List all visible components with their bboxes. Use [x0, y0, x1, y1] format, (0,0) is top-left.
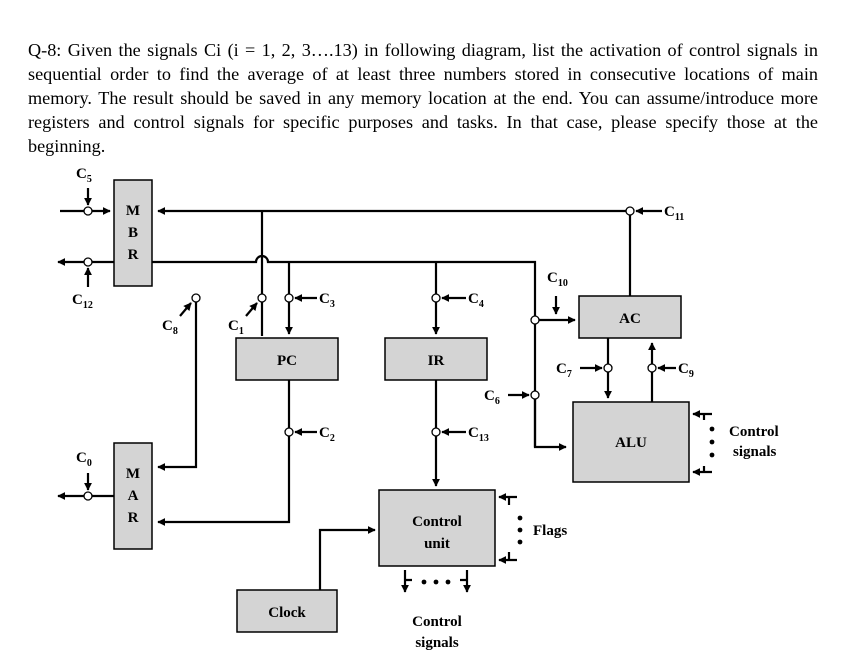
question-text: Q-8: Given the signals Ci (i = 1, 2, 3….…	[28, 40, 818, 156]
mar-letter-a: A	[128, 488, 139, 504]
alu-block: ALU	[572, 401, 690, 483]
mbr-letter-b: B	[128, 225, 138, 241]
ac-label: AC	[619, 311, 641, 327]
pc-label: PC	[277, 353, 297, 369]
alu-control-signals-line1: Control	[729, 424, 779, 440]
signal-c10: C10	[547, 270, 568, 289]
control-unit-block: Control unit	[378, 489, 496, 567]
signal-c12: C12	[72, 292, 93, 311]
mar-register: M A R	[113, 442, 153, 550]
signal-c6: C6	[484, 388, 500, 407]
flags-label: Flags	[533, 523, 567, 539]
mbr-register: M B R	[113, 179, 153, 287]
ac-register: AC	[578, 295, 682, 339]
clock-block: Clock	[236, 589, 338, 633]
pc-register: PC	[235, 337, 339, 381]
signal-c11: C11	[664, 204, 684, 223]
gate-circles	[83, 206, 657, 501]
cu-control-signals-line2: signals	[415, 635, 459, 651]
mar-letter-m: M	[126, 466, 140, 482]
signal-c8: C8	[162, 318, 178, 337]
control-unit-label-line1: Control	[412, 514, 462, 530]
mar-letter-r: R	[128, 510, 139, 526]
signal-c7: C7	[556, 361, 572, 380]
signal-c13: C13	[468, 425, 489, 444]
signal-c4: C4	[468, 291, 484, 310]
control-unit-label-line2: unit	[424, 536, 450, 552]
signal-c2: C2	[319, 425, 335, 444]
ir-register: IR	[384, 337, 488, 381]
mbr-letter-m: M	[126, 203, 140, 219]
ir-label: IR	[428, 353, 445, 369]
signal-c3: C3	[319, 291, 335, 310]
alu-label: ALU	[615, 435, 647, 451]
ellipsis-dots	[421, 426, 715, 585]
signal-c1: C1	[228, 318, 244, 337]
cu-control-signals-line1: Control	[412, 614, 462, 630]
signal-c0: C0	[76, 450, 92, 469]
signal-c5: C5	[76, 166, 92, 185]
mbr-letter-r: R	[128, 247, 139, 263]
alu-control-signals-line2: signals	[733, 444, 777, 460]
control-arrows	[84, 188, 676, 491]
signal-c9: C9	[678, 361, 694, 380]
clock-label: Clock	[268, 605, 306, 621]
